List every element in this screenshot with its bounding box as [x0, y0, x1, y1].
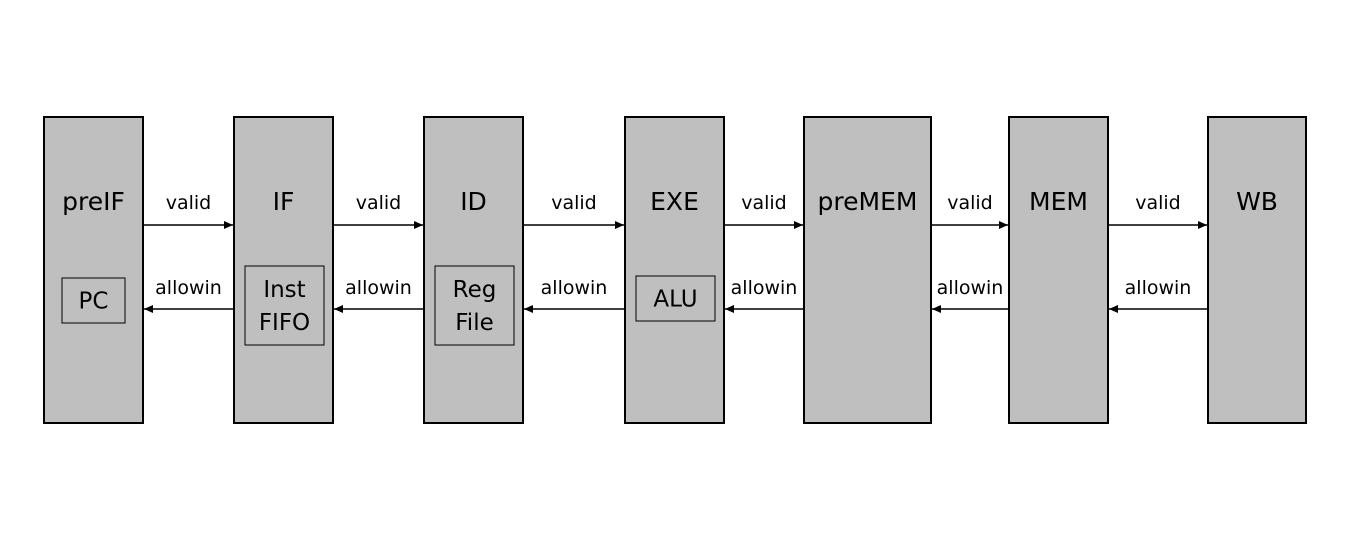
stage-box — [803, 116, 932, 424]
component-box — [61, 277, 126, 324]
allowin-label: allowin — [731, 277, 798, 299]
stage-title: WB — [1236, 187, 1278, 216]
component-label: FIFO — [259, 310, 310, 336]
allowin-label: allowin — [937, 277, 1004, 299]
valid-label: valid — [947, 192, 993, 214]
valid-label: valid — [551, 192, 597, 214]
allowin-label: allowin — [345, 277, 412, 299]
link-6: valid allowin — [1108, 192, 1208, 313]
stage-title: preIF — [62, 187, 125, 216]
allowin-label: allowin — [1125, 277, 1192, 299]
stage-title: IF — [273, 187, 295, 216]
valid-label: valid — [1135, 192, 1181, 214]
component-label: PC — [79, 289, 109, 315]
link-3: valid allowin — [523, 192, 625, 313]
stage-title: preMEM — [818, 187, 918, 216]
stage-box — [1207, 116, 1307, 424]
allowin-label: allowin — [155, 277, 222, 299]
stage-premem: preMEM — [803, 116, 932, 424]
valid-label: valid — [741, 192, 787, 214]
component-label: File — [455, 310, 494, 336]
allowin-label: allowin — [541, 277, 608, 299]
component-box — [635, 275, 716, 322]
stage-box — [624, 116, 725, 424]
component-label: Reg — [453, 277, 497, 303]
stage-exe: EXE ALU — [624, 116, 725, 424]
stage-title: EXE — [650, 187, 699, 216]
link-5: valid allowin — [931, 192, 1009, 313]
stage-box — [1008, 116, 1109, 424]
link-1: valid allowin — [143, 192, 234, 313]
component-label: ALU — [653, 287, 697, 313]
stage-mem: MEM — [1008, 116, 1109, 424]
signal-links: validallowinvalidallowinvalidallowinvali… — [143, 192, 1208, 313]
component-box — [244, 265, 325, 346]
stage-title: MEM — [1029, 187, 1088, 216]
stage-title: ID — [460, 187, 487, 216]
component-box — [434, 265, 515, 346]
valid-label: valid — [356, 192, 402, 214]
stage-preif: preIF PC — [43, 116, 144, 424]
valid-label: valid — [166, 192, 212, 214]
link-2: valid allowin — [333, 192, 424, 313]
stage-wb: WB — [1207, 116, 1307, 424]
link-4: valid allowin — [724, 192, 804, 313]
stage-box — [43, 116, 144, 424]
component-label: Inst — [263, 277, 305, 303]
